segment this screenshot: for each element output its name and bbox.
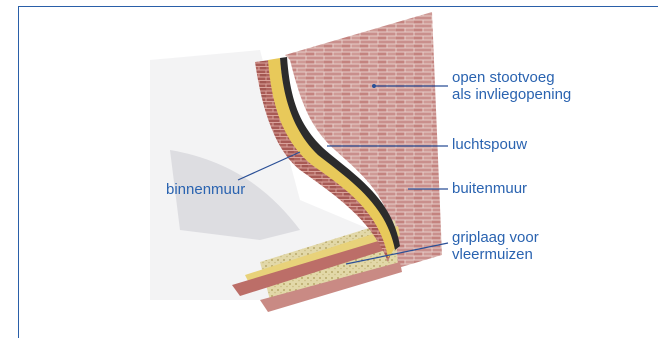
label-binnenmuur: binnenmuur [166, 181, 245, 198]
label-open-stootvoeg: open stootvoeg als invliegopening [452, 69, 571, 103]
label-griplaag: griplaag voor vleermuizen [452, 229, 539, 263]
label-griplaag-line2: vleermuizen [452, 246, 539, 263]
label-open-stootvoeg-line1: open stootvoeg [452, 69, 571, 86]
label-buitenmuur: buitenmuur [452, 180, 527, 197]
label-open-stootvoeg-line2: als invliegopening [452, 86, 571, 103]
label-luchtspouw: luchtspouw [452, 136, 527, 153]
label-griplaag-line1: griplaag voor [452, 229, 539, 246]
